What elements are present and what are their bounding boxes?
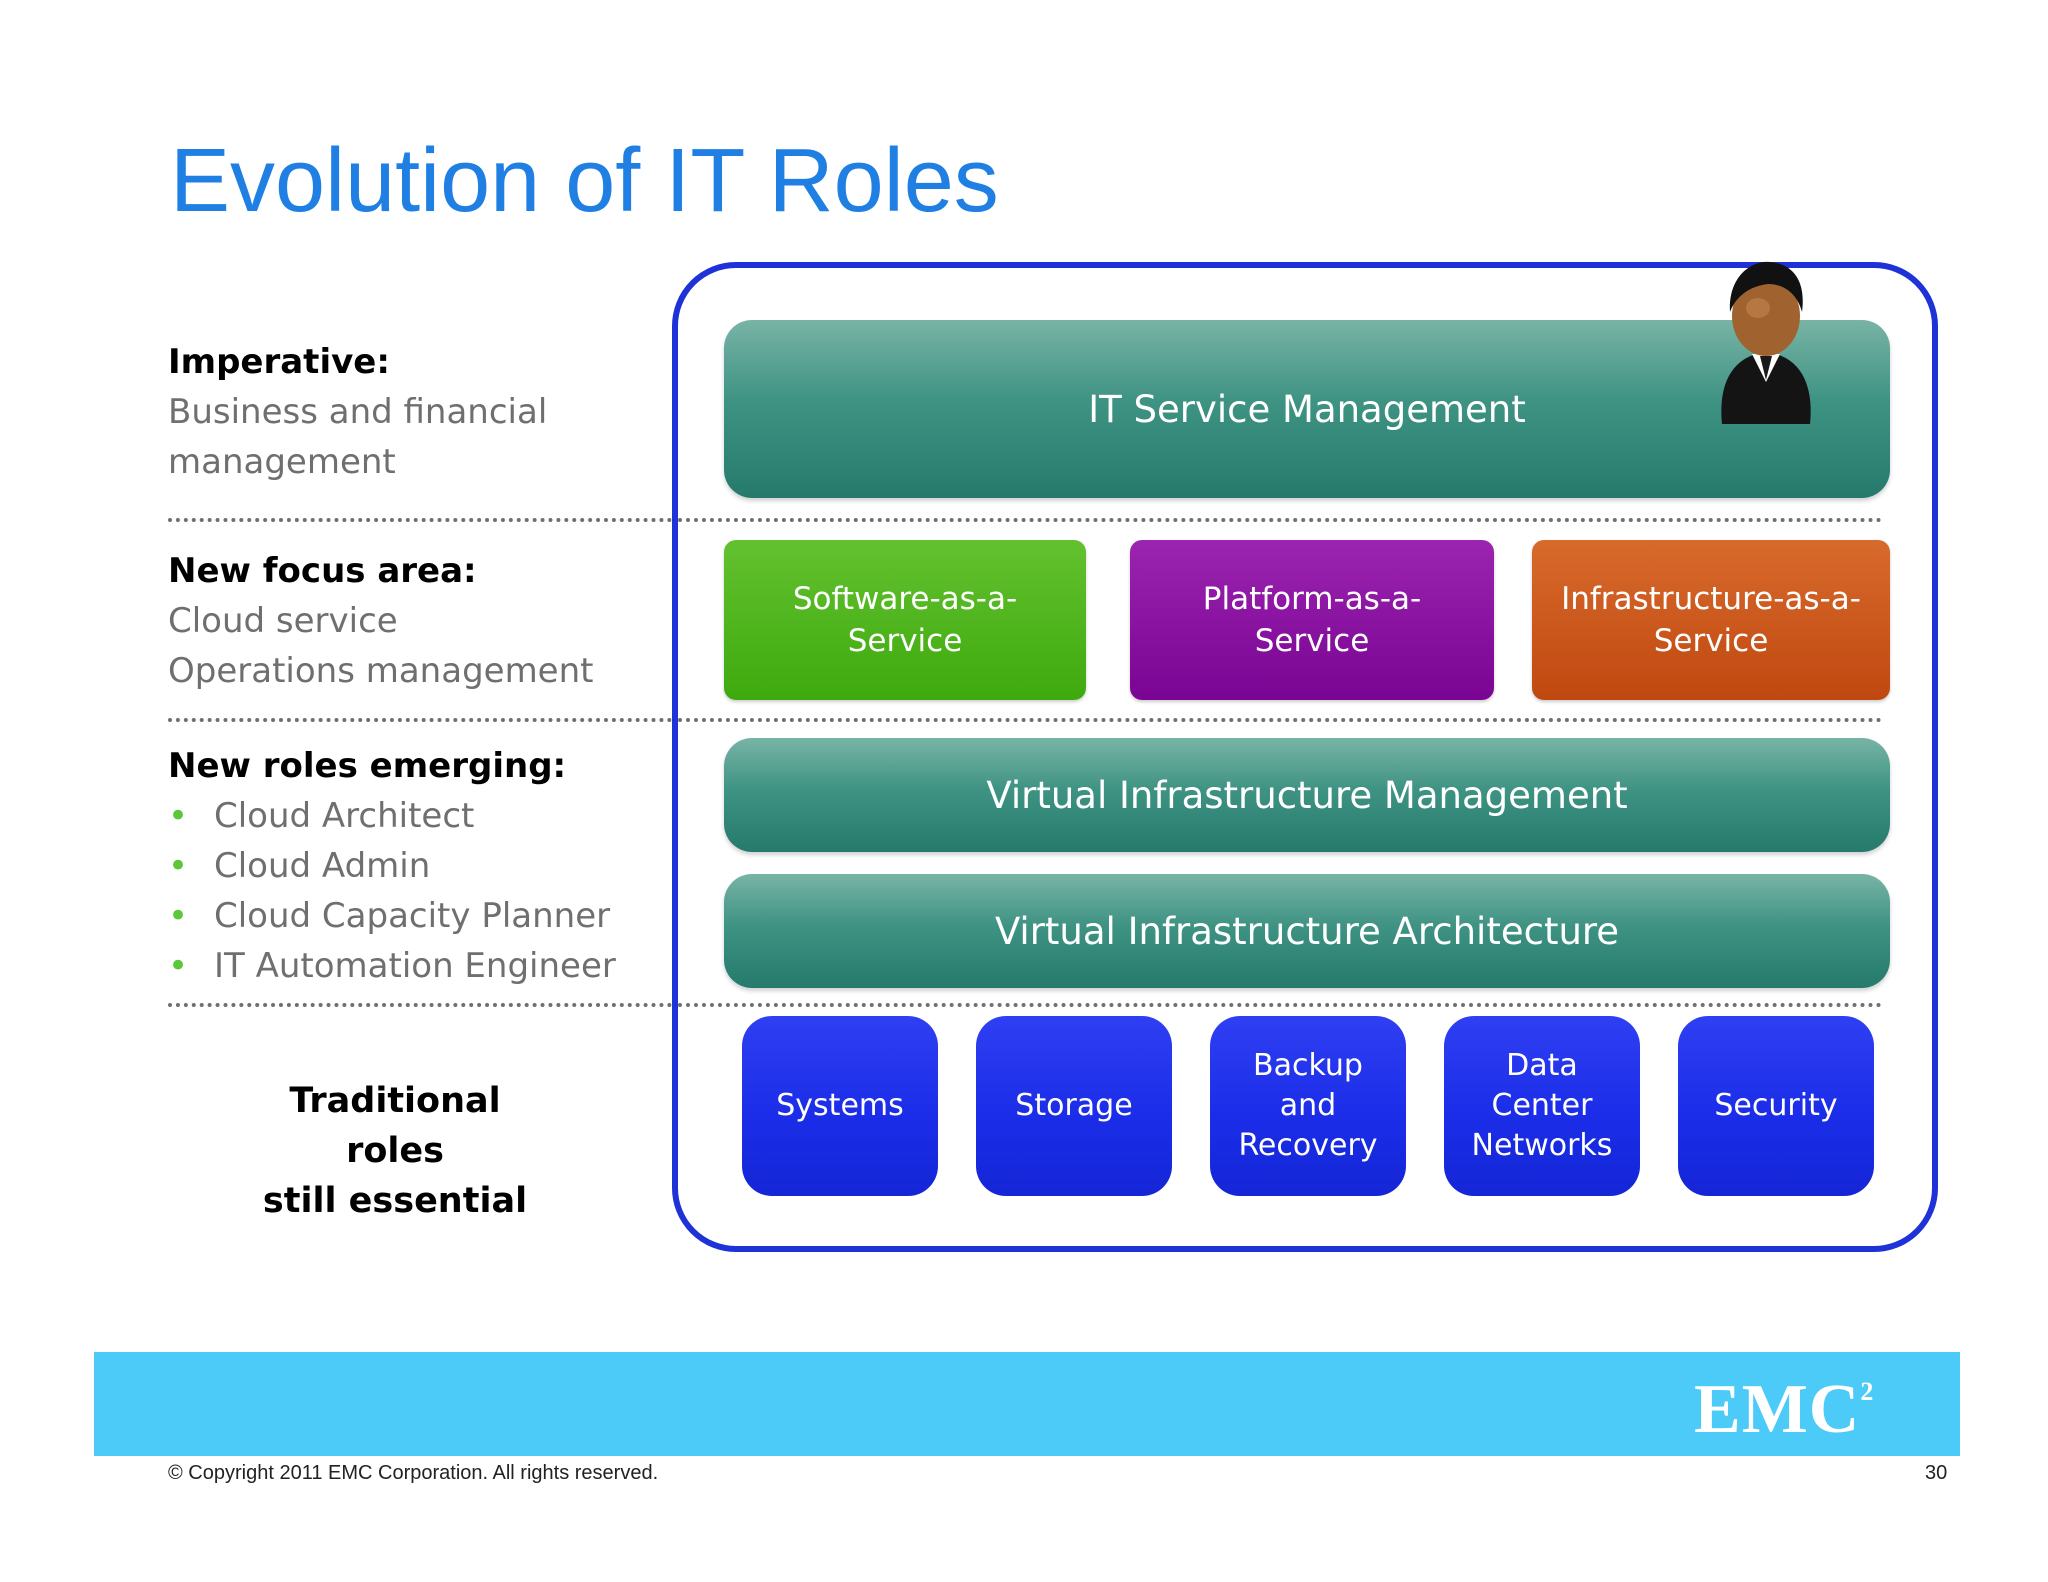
bullet-icon: • — [168, 846, 189, 886]
footer-bar — [94, 1352, 1960, 1456]
roles-heading: New roles emerging: — [168, 746, 567, 786]
security-box: Security — [1678, 1016, 1874, 1196]
roles-list: •Cloud Architect •Cloud Admin •Cloud Cap… — [168, 791, 616, 991]
imperative-heading: Imperative: — [168, 342, 390, 382]
person-icon — [1712, 256, 1820, 426]
data-center-networks-box: Data Center Networks — [1444, 1016, 1640, 1196]
imperative-block: Imperative: Business and financial manag… — [168, 337, 547, 487]
focus-line-1: Cloud service — [168, 601, 398, 641]
roles-list-item: •IT Automation Engineer — [168, 941, 616, 991]
slide-title: Evolution of IT Roles — [170, 131, 999, 231]
roles-list-item: •Cloud Capacity Planner — [168, 891, 616, 941]
roles-list-item: •Cloud Architect — [168, 791, 616, 841]
imperative-line-1: Business and financial — [168, 392, 548, 432]
focus-line-2: Operations management — [168, 651, 594, 691]
divider-3-right — [678, 1003, 1882, 1007]
imperative-line-2: management — [168, 442, 396, 482]
iaas-box: Infrastructure-as-a- Service — [1532, 540, 1890, 700]
divider-3-left — [168, 1003, 672, 1007]
saas-box: Software-as-a- Service — [724, 540, 1086, 700]
virtual-infrastructure-architecture-layer: Virtual Infrastructure Architecture — [724, 874, 1890, 988]
storage-box: Storage — [976, 1016, 1172, 1196]
focus-block: New focus area: Cloud service Operations… — [168, 546, 593, 696]
divider-1-right — [678, 518, 1882, 522]
divider-1-left — [168, 518, 672, 522]
divider-2-right — [678, 718, 1882, 722]
bullet-icon: • — [168, 796, 189, 836]
it-service-management-layer: IT Service Management — [724, 320, 1890, 498]
systems-box: Systems — [742, 1016, 938, 1196]
backup-recovery-box: Backup and Recovery — [1210, 1016, 1406, 1196]
roles-block: New roles emerging: •Cloud Architect •Cl… — [168, 741, 616, 991]
copyright-text: © Copyright 2011 EMC Corporation. All ri… — [168, 1462, 659, 1484]
page-number: 30 — [1925, 1462, 1948, 1484]
diagram-frame — [672, 262, 1938, 1252]
bullet-icon: • — [168, 896, 189, 936]
emc-logo: EMC2 — [1694, 1371, 1875, 1448]
roles-list-item: •Cloud Admin — [168, 841, 616, 891]
virtual-infrastructure-management-layer: Virtual Infrastructure Management — [724, 738, 1890, 852]
traditional-roles-label: Traditional roles still essential — [262, 1081, 528, 1221]
divider-2-left — [168, 718, 672, 722]
paas-box: Platform-as-a- Service — [1130, 540, 1494, 700]
focus-heading: New focus area: — [168, 551, 477, 591]
bullet-icon: • — [168, 946, 189, 986]
